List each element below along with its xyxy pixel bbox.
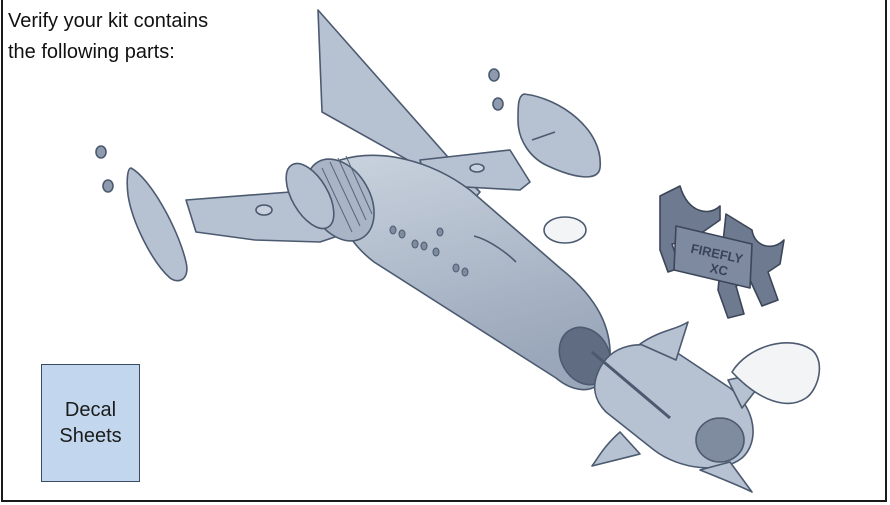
connector-pins-top xyxy=(489,69,503,110)
canopy-lens-small xyxy=(544,217,586,243)
decal-label-line-2: Sheets xyxy=(59,423,121,449)
decal-label-line-1: Decal xyxy=(65,397,116,423)
nose-cone-cover xyxy=(518,94,600,177)
connector-pins-left xyxy=(96,146,113,192)
nose-fin-bottom-left xyxy=(592,432,640,466)
decal-sheets-box: Decal Sheets xyxy=(41,364,140,482)
side-pod-left xyxy=(127,168,187,281)
